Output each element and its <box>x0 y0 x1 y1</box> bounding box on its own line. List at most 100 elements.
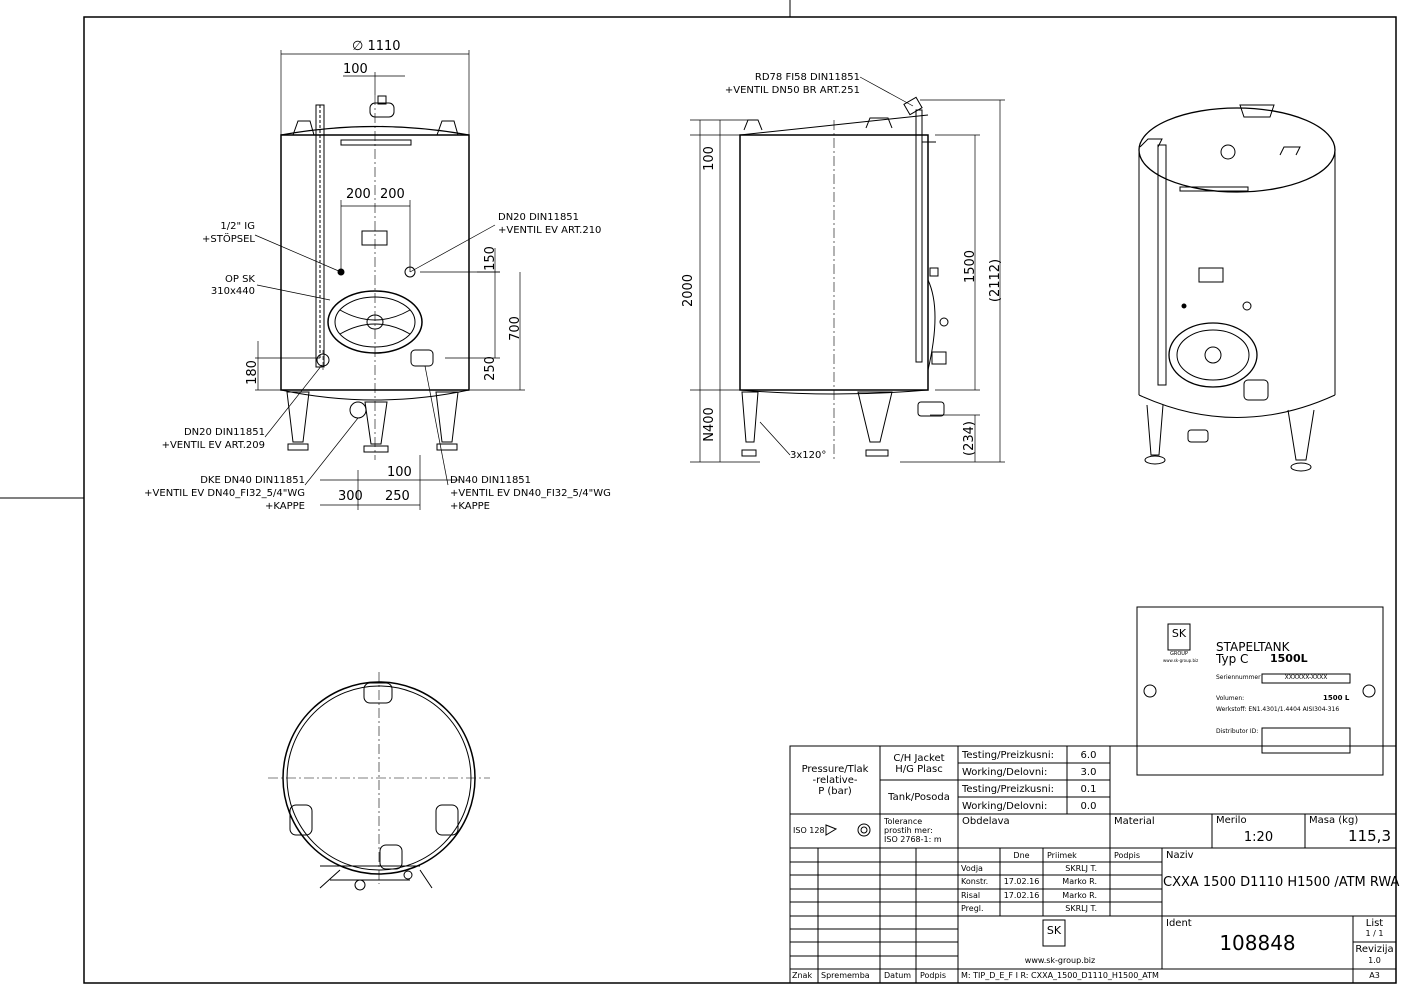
callout-rd78: RD78 FI58 DIN11851 <box>754 72 860 83</box>
callout-opsk: OP SK <box>225 274 255 285</box>
front-dim-250-right: 250 <box>482 356 498 381</box>
side-dim-234: (234) <box>961 421 977 456</box>
tb-logo-url: www.sk-group.biz <box>1024 956 1096 965</box>
side-dim-2112: (2112) <box>988 258 1004 303</box>
tb-staff-role: Konstr. <box>961 877 989 886</box>
tb-tolerance: Tolerance <box>884 817 923 826</box>
nameplate-title-2: Typ C <box>1216 652 1249 666</box>
nameplate-serial-value: XXXXXX-XXXX <box>1284 674 1328 681</box>
tb-staff-name: SKRLJ T. <box>1065 864 1097 873</box>
tb-iso: ISO 128 <box>793 826 825 835</box>
tb-naziv-value: CXXA 1500 D1110 H1500 /ATM RWA <box>1163 875 1400 890</box>
side-view <box>739 96 949 460</box>
tb-staff-name: Marko R. <box>1062 891 1097 900</box>
tb-staff-name: Marko R. <box>1062 877 1097 886</box>
callout-dn20-top: DN20 DIN11851 <box>498 212 580 223</box>
callout-dke-2: +VENTIL EV DN40_FI32_5/4"WG <box>144 488 305 499</box>
front-dim-180: 180 <box>244 360 260 385</box>
nameplate-volume-value: 1500 L <box>1323 694 1350 702</box>
tb-row-value: 0.1 <box>1080 784 1097 795</box>
tb-row-label: Working/Delovni: <box>962 767 1048 778</box>
side-dim-1500: 1500 <box>963 249 979 284</box>
front-dim-250-bottom: 250 <box>385 489 410 504</box>
tb-pressure-label: Pressure/Tlak <box>801 764 869 775</box>
callout-dn40: DN40 DIN11851 <box>450 475 532 486</box>
nameplate-serial-label: Seriennummer <box>1216 674 1261 681</box>
tb-sprememba: Sprememba <box>821 971 870 980</box>
front-offset-top: 100 <box>343 62 368 77</box>
top-view <box>268 672 490 891</box>
tb-ident-value: 108848 <box>1219 931 1296 955</box>
tb-datum: Datum <box>884 971 912 980</box>
nameplate <box>1136 606 1384 776</box>
callout-dn20-bottom: DN20 DIN11851 <box>183 427 265 438</box>
side-dim-2000: 2000 <box>681 273 697 308</box>
tb-logo: SK <box>1046 924 1062 937</box>
nameplate-title-volume: 1500L <box>1270 652 1308 665</box>
tb-format: A3 <box>1369 971 1380 980</box>
nameplate-title-1: STAPELTANK <box>1216 640 1290 654</box>
tb-list-value: 1 / 1 <box>1365 929 1384 938</box>
tb-staff-name: SKRLJ T. <box>1065 904 1097 913</box>
front-dim-700: 700 <box>507 316 523 341</box>
tb-file-path: M: TIP_D_E_F I R: CXXA_1500_D1110_H1500_… <box>961 971 1159 980</box>
nameplate-logo-sub: GROUP <box>1170 651 1188 657</box>
tb-staff-date: 17.02.16 <box>1003 891 1040 900</box>
tb-revizija-label: Revizija <box>1355 944 1394 955</box>
tb-obdelava: Obdelava <box>962 816 1010 827</box>
tb-tolerance-3: ISO 2768-1: m <box>884 835 942 844</box>
callout-ig: 1/2" IG <box>220 221 255 232</box>
tb-row-value: 0.0 <box>1080 801 1097 812</box>
tb-staff-role: Pregl. <box>961 904 984 913</box>
tb-staff-role: Vodja <box>961 864 983 873</box>
front-dim-300: 300 <box>338 489 363 504</box>
tb-merilo-value: 1:20 <box>1243 830 1274 845</box>
side-dim-n400: N400 <box>701 407 717 442</box>
tb-merilo-label: Merilo <box>1216 815 1247 826</box>
tb-pressure-label-2: -relative- <box>812 775 858 786</box>
callout-dn20-bottom-2: +VENTIL EV ART.209 <box>161 440 265 451</box>
callout-opsk-2: 310x440 <box>210 286 255 297</box>
tb-jacket-label: C/H Jacket <box>893 753 945 764</box>
front-dim-100-bottom: 100 <box>387 465 412 480</box>
front-spacing-right: 200 <box>380 187 405 202</box>
front-dim-150: 150 <box>482 246 498 271</box>
callout-ig-2: +STÖPSEL <box>202 234 255 245</box>
title-block-grid <box>789 745 1397 984</box>
drawing-frame <box>0 0 1397 984</box>
tb-znak: Znak <box>792 971 813 980</box>
callout-dke: DKE DN40 DIN11851 <box>200 475 305 486</box>
tb-naziv-label: Naziv <box>1166 850 1194 861</box>
callout-dke-3: +KAPPE <box>265 501 305 512</box>
nameplate-logo-url: www.sk-group.biz <box>1163 658 1199 663</box>
front-view <box>280 95 470 460</box>
tb-ident-label: Ident <box>1166 918 1192 929</box>
tb-staff-role: Risal <box>961 891 981 900</box>
callout-dn40-3: +KAPPE <box>450 501 490 512</box>
tb-podpis: Podpis <box>920 971 946 980</box>
callout-dn40-2: +VENTIL EV DN40_FI32_5/4"WG <box>450 488 611 499</box>
front-dia-total: ∅ 1110 <box>352 39 401 54</box>
tb-row-value: 6.0 <box>1080 750 1097 761</box>
nameplate-volume-label: Volumen: <box>1216 695 1245 702</box>
tb-staff-date: 17.02.16 <box>1003 877 1040 886</box>
tb-col-podpis: Podpis <box>1114 851 1140 860</box>
callout-dn20-top-2: +VENTIL EV ART.210 <box>498 225 602 236</box>
tb-col-priimek: Priimek <box>1047 851 1077 860</box>
front-spacing-left: 200 <box>346 187 371 202</box>
tb-row-label: Testing/Preizkusni: <box>962 784 1054 795</box>
tb-list-label: List <box>1365 918 1384 929</box>
tb-tolerance-2: prostih mer: <box>884 826 933 835</box>
side-legs: 3x120° <box>790 450 827 461</box>
nameplate-material: Werkstoff: EN1.4301/1.4404 AISI304-316 <box>1216 706 1340 713</box>
tb-pressure-label-3: P (bar) <box>818 786 852 797</box>
front-view-dimensions <box>254 50 525 510</box>
tb-jacket-label-2: H/G Plasc <box>895 764 943 775</box>
side-view-dimensions <box>690 76 1005 463</box>
isometric-view <box>1138 104 1336 472</box>
tb-row-value: 3.0 <box>1080 767 1097 778</box>
nameplate-logo: SK <box>1171 627 1187 640</box>
tb-material: Material <box>1114 816 1155 827</box>
tb-row-label: Working/Delovni: <box>962 801 1048 812</box>
